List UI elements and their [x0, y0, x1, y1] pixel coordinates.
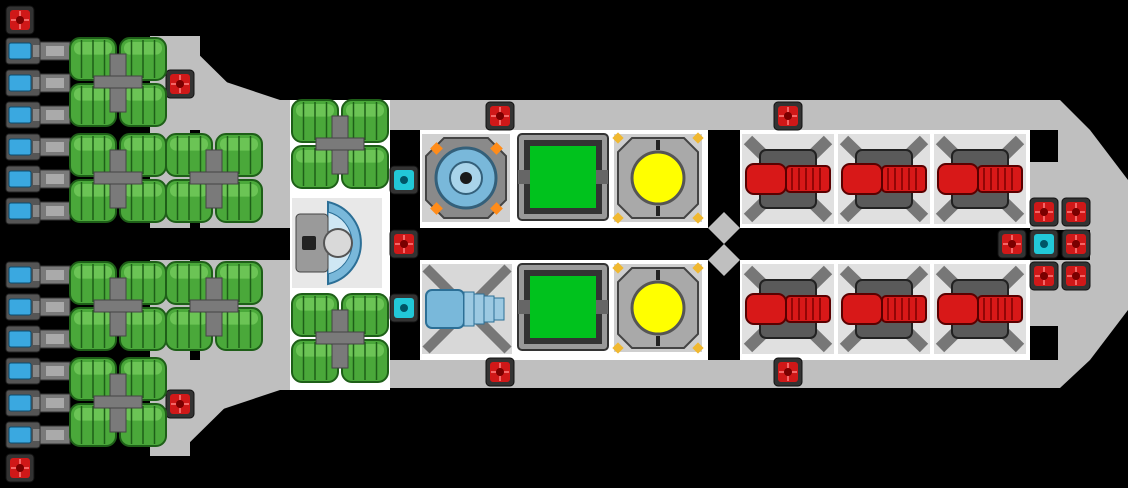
- thruster-icon[interactable]: [5, 101, 71, 129]
- drill-icon[interactable]: [422, 264, 512, 354]
- red-beacon-icon[interactable]: [773, 357, 803, 387]
- fuel-tank-icon[interactable]: [119, 37, 167, 81]
- fuel-tank-icon[interactable]: [69, 307, 117, 351]
- hull-plate: [390, 100, 1060, 130]
- red-beacon-icon[interactable]: [485, 101, 515, 131]
- thruster-icon[interactable]: [5, 261, 71, 289]
- corridor: [0, 228, 290, 260]
- light-icon[interactable]: [612, 262, 704, 354]
- fuel-tank-icon[interactable]: [119, 307, 167, 351]
- red-beacon-icon[interactable]: [997, 229, 1027, 259]
- red-beacon-icon[interactable]: [5, 453, 35, 483]
- cyan-beacon-icon[interactable]: [1029, 229, 1059, 259]
- fuel-tank-icon[interactable]: [69, 179, 117, 223]
- red-beacon-icon[interactable]: [1061, 229, 1091, 259]
- thruster-icon[interactable]: [5, 197, 71, 225]
- fuel-tank-icon[interactable]: [119, 179, 167, 223]
- fuel-tank-icon[interactable]: [291, 339, 339, 383]
- pipe: [93, 373, 143, 433]
- cyan-beacon-icon[interactable]: [389, 165, 419, 195]
- fuel-tank-icon[interactable]: [69, 261, 117, 305]
- red-beacon-icon[interactable]: [5, 5, 35, 35]
- red-beacon-icon[interactable]: [165, 389, 195, 419]
- red-beacon-icon[interactable]: [165, 69, 195, 99]
- thruster-icon[interactable]: [5, 69, 71, 97]
- fuel-tank-icon[interactable]: [119, 83, 167, 127]
- pipe: [93, 277, 143, 337]
- fuel-tank-icon[interactable]: [69, 133, 117, 177]
- block-layer: [5, 5, 1091, 483]
- pipe: [93, 149, 143, 209]
- cyan-beacon-icon[interactable]: [389, 293, 419, 323]
- turret-icon[interactable]: [742, 264, 834, 354]
- pipe: [189, 277, 239, 337]
- turret-icon[interactable]: [742, 134, 834, 224]
- gyroscope-icon[interactable]: [422, 134, 510, 222]
- red-beacon-icon[interactable]: [1029, 197, 1059, 227]
- hull-plate: [1090, 130, 1128, 360]
- red-beacon-icon[interactable]: [1029, 261, 1059, 291]
- fuel-tank-icon[interactable]: [291, 145, 339, 189]
- thruster-icon[interactable]: [5, 325, 71, 353]
- pipe: [315, 309, 365, 369]
- thruster-icon[interactable]: [5, 293, 71, 321]
- thruster-icon[interactable]: [5, 421, 71, 449]
- fuel-tank-icon[interactable]: [119, 261, 167, 305]
- thruster-icon[interactable]: [5, 357, 71, 385]
- fuel-tank-icon[interactable]: [69, 403, 117, 447]
- red-beacon-icon[interactable]: [389, 229, 419, 259]
- thruster-icon[interactable]: [5, 37, 71, 65]
- reactor-icon[interactable]: [517, 263, 609, 351]
- turret-icon[interactable]: [838, 264, 930, 354]
- hull-plate: [390, 360, 1060, 388]
- fuel-tank-icon[interactable]: [165, 133, 213, 177]
- fuel-tank-icon[interactable]: [165, 307, 213, 351]
- thruster-icon[interactable]: [5, 165, 71, 193]
- fuel-tank-icon[interactable]: [69, 357, 117, 401]
- fuel-tank-icon[interactable]: [341, 339, 389, 383]
- red-beacon-icon[interactable]: [1061, 197, 1091, 227]
- red-beacon-icon[interactable]: [1061, 261, 1091, 291]
- reactor-icon[interactable]: [517, 133, 609, 221]
- red-beacon-icon[interactable]: [485, 357, 515, 387]
- fuel-tank-icon[interactable]: [215, 133, 263, 177]
- fuel-tank-icon[interactable]: [119, 357, 167, 401]
- fuel-tank-icon[interactable]: [215, 179, 263, 223]
- cockpit-icon[interactable]: [292, 198, 382, 288]
- turret-icon[interactable]: [838, 134, 930, 224]
- gap: [1030, 326, 1058, 360]
- light-icon[interactable]: [612, 132, 704, 224]
- fuel-tank-icon[interactable]: [291, 99, 339, 143]
- turret-icon[interactable]: [934, 264, 1026, 354]
- gap: [1030, 130, 1058, 162]
- thruster-icon[interactable]: [5, 389, 71, 417]
- fuel-tank-icon[interactable]: [119, 403, 167, 447]
- fuel-tank-icon[interactable]: [165, 261, 213, 305]
- fuel-tank-icon[interactable]: [291, 293, 339, 337]
- hull-connector: [708, 244, 740, 276]
- pipe: [315, 115, 365, 175]
- red-beacon-icon[interactable]: [773, 101, 803, 131]
- fuel-tank-icon[interactable]: [165, 179, 213, 223]
- fuel-tank-icon[interactable]: [69, 83, 117, 127]
- fuel-tank-icon[interactable]: [69, 37, 117, 81]
- fuel-tank-icon[interactable]: [341, 145, 389, 189]
- fuel-tank-icon[interactable]: [341, 99, 389, 143]
- pipe: [93, 53, 143, 113]
- fuel-tank-icon[interactable]: [119, 133, 167, 177]
- pipe: [189, 149, 239, 209]
- hull-connector: [708, 212, 740, 244]
- fuel-tank-icon[interactable]: [341, 293, 389, 337]
- fuel-tank-icon[interactable]: [215, 307, 263, 351]
- turret-icon[interactable]: [934, 134, 1026, 224]
- thruster-icon[interactable]: [5, 133, 71, 161]
- fuel-tank-icon[interactable]: [215, 261, 263, 305]
